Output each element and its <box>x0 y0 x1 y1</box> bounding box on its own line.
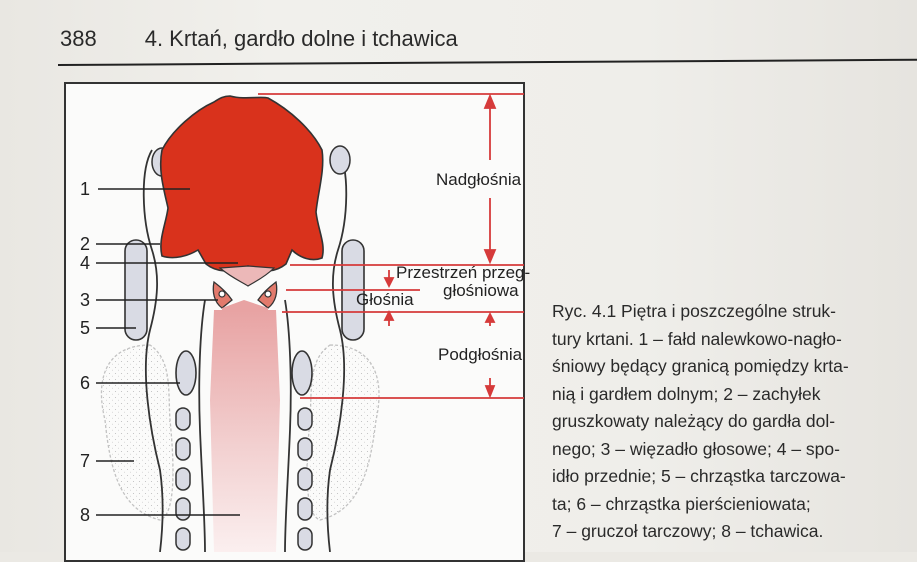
figure-caption: Ryc. 4.1 Piętra i poszczególne struk- tu… <box>552 298 912 546</box>
label-number-8: 8 <box>80 506 90 524</box>
label-number-3: 3 <box>80 291 90 309</box>
zone-subglottis: Podgłośnia <box>438 345 522 365</box>
zone-supraglottis: Nadgłośnia <box>436 170 521 190</box>
zone-ventricle-line2: głośniowa <box>443 281 519 301</box>
label-number-2: 2 <box>80 235 90 253</box>
caption-line: śniowy będący granicą pomiędzy krta- <box>552 353 912 381</box>
label-number-6: 6 <box>80 374 90 392</box>
caption-line: 7 – gruczoł tarczowy; 8 – tchawica. <box>552 518 912 546</box>
label-number-5: 5 <box>80 319 90 337</box>
caption-line: nią i gardłem dolnym; 2 – zachyłek <box>552 381 912 409</box>
caption-line: idło przednie; 5 – chrząstka tarczowa- <box>552 463 912 491</box>
anterior-commissure <box>220 266 274 286</box>
label-number-7: 7 <box>80 452 90 470</box>
caption-line: nego; 3 – więzadło głosowe; 4 – spo- <box>552 436 912 464</box>
zone-ventricle-line1: Przestrzeń przeg- <box>396 263 530 283</box>
caption-line: gruszkowaty należący do gardła dol- <box>552 408 912 436</box>
zone-glottis: Głośnia <box>356 290 414 310</box>
supraglottic-structure <box>161 96 323 271</box>
caption-line: Ryc. 4.1 Piętra i poszczególne struk- <box>552 298 912 326</box>
label-number-4: 4 <box>80 254 90 272</box>
label-number-1: 1 <box>80 180 90 198</box>
caption-line: tury krtani. 1 – fałd nalewkowo-nagło- <box>552 326 912 354</box>
caption-line: ta; 6 – chrząstka pierścieniowata; <box>552 491 912 519</box>
